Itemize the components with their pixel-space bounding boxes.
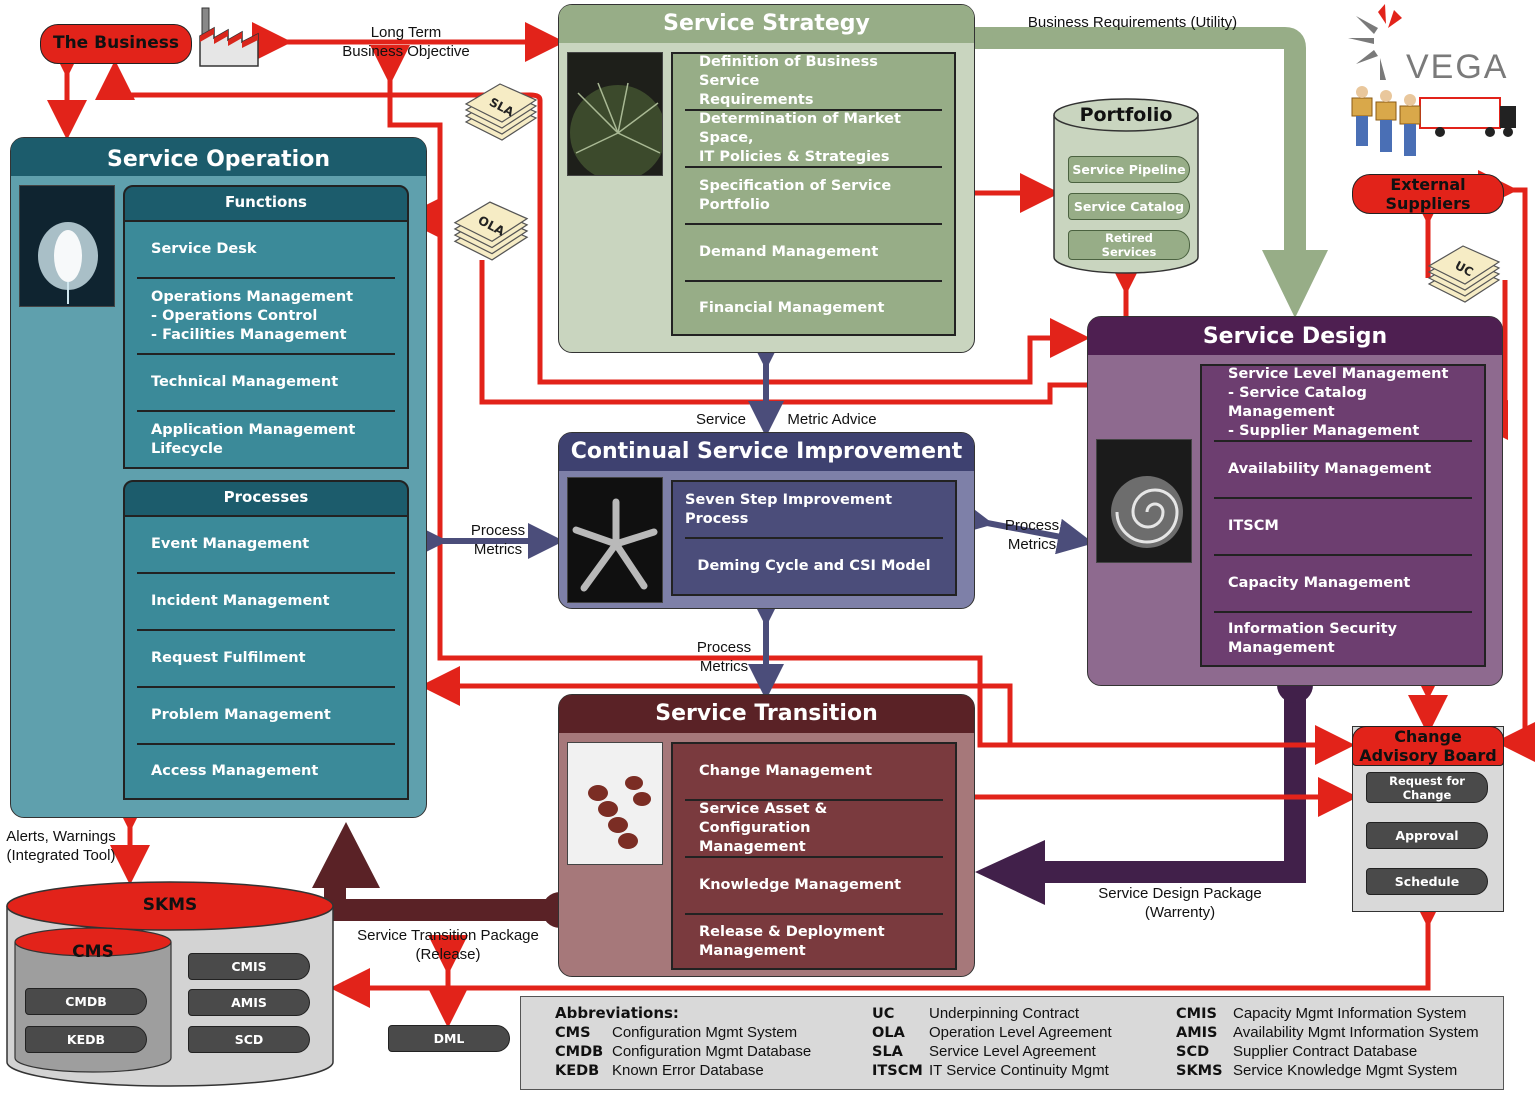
- cab-schedule[interactable]: Schedule: [1366, 868, 1488, 895]
- ola-document-icon: OLA: [453, 201, 529, 261]
- proc-incident-management[interactable]: Incident Management: [137, 574, 395, 631]
- sd-item-itscm[interactable]: ITSCM: [1214, 499, 1472, 556]
- service-design-package-label: Service Design Package (Warrenty): [1098, 885, 1262, 921]
- service-strategy-book-cover: [567, 52, 663, 176]
- svg-text:VEGA: VEGA: [1406, 48, 1508, 86]
- csi-book-cover: [567, 477, 663, 603]
- skms-cmis[interactable]: CMIS: [188, 953, 310, 980]
- vega-logo: VEGA: [1348, 4, 1508, 86]
- portfolio-service-catalog[interactable]: Service Catalog: [1068, 193, 1190, 220]
- cms-cmdb[interactable]: CMDB: [25, 988, 147, 1015]
- skms-title: SKMS: [142, 895, 198, 915]
- st-item-release-deployment[interactable]: Release & Deployment Management: [699, 923, 885, 959]
- service-strategy-panel: Service Strategy Definition of Business …: [558, 4, 975, 353]
- cab-title[interactable]: Change Advisory Board: [1352, 726, 1504, 766]
- service-operation-panel: Service Operation Functions Service Desk…: [10, 137, 427, 818]
- ss-item-market-space[interactable]: Determination of Market Space, IT Polici…: [685, 111, 942, 168]
- service-design-title: Service Design: [1202, 324, 1388, 349]
- the-business-box[interactable]: The Business: [40, 24, 192, 64]
- process-metrics-right-label: Process Metrics: [1004, 517, 1060, 553]
- service-transition-panel: Service Transition Change Management Ser…: [558, 694, 975, 977]
- process-metrics-bottom-label: Process Metrics: [696, 639, 752, 675]
- func-service-desk[interactable]: Service Desk: [137, 222, 395, 279]
- st-item-change-management[interactable]: Change Management: [685, 744, 943, 801]
- service-transition-package-label: Service Transition Package (Release): [357, 927, 539, 963]
- ss-item-financial-management[interactable]: Financial Management: [699, 299, 885, 316]
- service-design-list: Service Level Management - Service Catal…: [1200, 364, 1486, 667]
- ss-item-service-portfolio[interactable]: Specification of Service Portfolio: [685, 168, 942, 225]
- func-technical-management[interactable]: Technical Management: [137, 355, 395, 412]
- alerts-warnings-label: Alerts, Warnings (Integrated Tool): [6, 828, 116, 864]
- csi-list: Seven Step Improvement Process Deming Cy…: [671, 480, 957, 596]
- service-design-panel: Service Design Service Level Management …: [1087, 316, 1503, 686]
- sd-item-availability-management[interactable]: Availability Management: [1214, 442, 1472, 499]
- csi-title: Continual Service Improvement: [570, 439, 963, 464]
- functions-title: Functions: [225, 193, 307, 211]
- sla-document-icon: SLA: [464, 83, 538, 141]
- ss-item-demand-management[interactable]: Demand Management: [685, 225, 942, 282]
- skms-scd[interactable]: SCD: [188, 1026, 310, 1053]
- cab-approval[interactable]: Approval: [1366, 822, 1488, 849]
- proc-request-fulfilment[interactable]: Request Fulfilment: [137, 631, 395, 688]
- func-operations-management[interactable]: Operations Management - Operations Contr…: [137, 279, 395, 355]
- func-application-management[interactable]: Application Management Lifecycle: [151, 421, 356, 457]
- external-suppliers-box[interactable]: External Suppliers: [1352, 174, 1504, 214]
- process-metrics-left-label: Process Metrics: [470, 522, 526, 558]
- service-label: Service: [695, 411, 747, 428]
- service-transition-title: Service Transition: [655, 701, 878, 726]
- service-operation-book-cover: [19, 185, 115, 307]
- delivery-truck-icon: [1351, 86, 1516, 156]
- service-strategy-title: Service Strategy: [663, 11, 870, 36]
- abbreviations-box: [520, 996, 1504, 1090]
- processes-title: Processes: [223, 488, 309, 506]
- csi-panel: Continual Service Improvement Seven Step…: [558, 432, 975, 609]
- service-design-book-cover: [1096, 439, 1192, 563]
- proc-access-management[interactable]: Access Management: [151, 763, 319, 779]
- portfolio-service-pipeline[interactable]: Service Pipeline: [1068, 156, 1190, 183]
- st-item-knowledge-management[interactable]: Knowledge Management: [685, 858, 943, 915]
- service-strategy-list: Definition of Business Service Requireme…: [671, 52, 956, 336]
- cab-request-for-change[interactable]: Request for Change: [1366, 772, 1488, 803]
- processes-list: Event Management Incident Management Req…: [123, 515, 409, 800]
- service-transition-list: Change Management Service Asset & Config…: [671, 742, 957, 970]
- skms-amis[interactable]: AMIS: [188, 989, 310, 1016]
- sd-item-information-security[interactable]: Information Security Management: [1228, 621, 1397, 656]
- proc-problem-management[interactable]: Problem Management: [137, 688, 395, 745]
- business-requirements-label: Business Requirements (Utility): [1027, 14, 1238, 31]
- proc-event-management[interactable]: Event Management: [137, 517, 395, 574]
- metric-advice-label: Metric Advice: [787, 411, 877, 428]
- sd-item-capacity-management[interactable]: Capacity Management: [1214, 556, 1472, 613]
- portfolio-title: Portfolio: [1079, 104, 1173, 126]
- st-item-service-asset-config[interactable]: Service Asset & Configuration Management: [685, 801, 943, 858]
- uc-document-icon: UC: [1427, 245, 1501, 303]
- portfolio-retired-services[interactable]: Retired Services: [1068, 230, 1190, 260]
- csi-item-seven-step[interactable]: Seven Step Improvement Process: [685, 482, 943, 539]
- csi-item-deming-cycle[interactable]: Deming Cycle and CSI Model: [697, 558, 931, 574]
- ss-item-business-requirements[interactable]: Definition of Business Service Requireme…: [685, 54, 942, 111]
- cms-title: CMS: [72, 942, 114, 962]
- dml-store[interactable]: DML: [388, 1025, 510, 1052]
- cms-kedb[interactable]: KEDB: [25, 1026, 147, 1053]
- service-transition-book-cover: [567, 742, 663, 865]
- service-operation-title: Service Operation: [106, 147, 331, 172]
- long-term-objective-label: Long Term Business Objective: [342, 24, 470, 60]
- factory-icon: [199, 7, 259, 67]
- functions-list: Service Desk Operations Management - Ope…: [123, 220, 409, 469]
- abbreviations-heading: Abbreviations:: [555, 1004, 679, 1022]
- sd-item-service-level-management[interactable]: Service Level Management - Service Catal…: [1214, 366, 1472, 442]
